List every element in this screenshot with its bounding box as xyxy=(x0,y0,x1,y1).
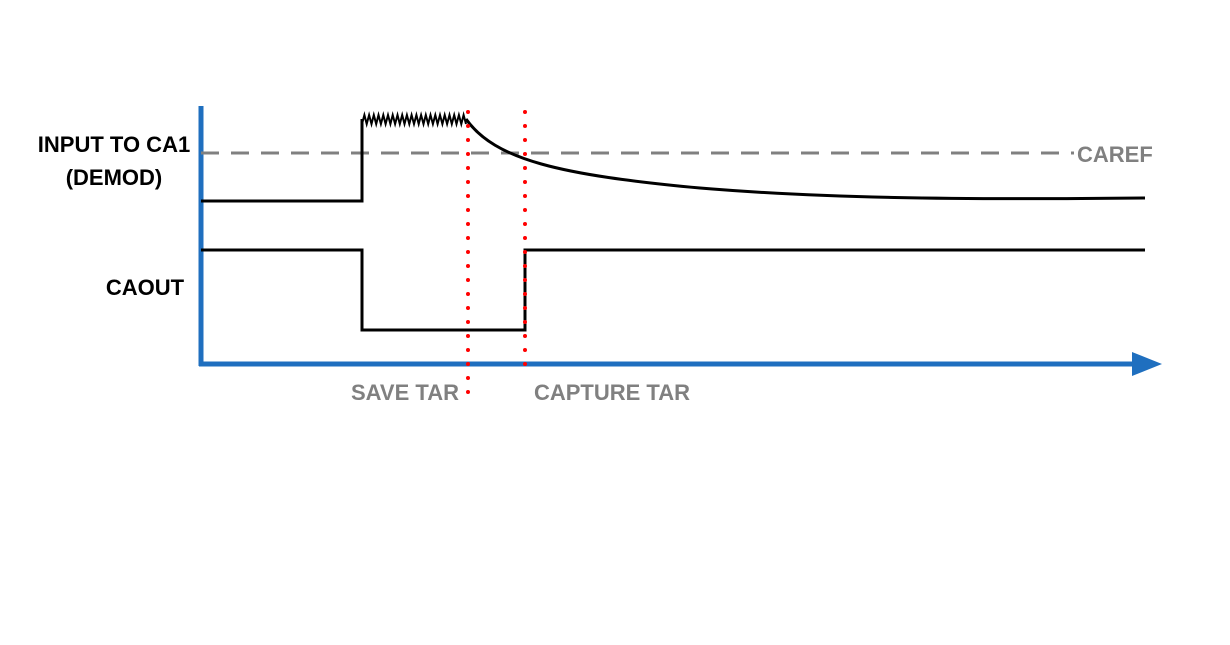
caout-signal-trace xyxy=(201,248,1145,332)
input-signal-ripple xyxy=(361,111,467,128)
save-tar-label: SAVE TAR xyxy=(351,380,459,405)
capture-tar-label: CAPTURE TAR xyxy=(534,380,690,405)
caout-label: CAOUT xyxy=(106,275,185,300)
input-signal-trace xyxy=(201,119,364,203)
caref-label: CAREF xyxy=(1077,142,1153,167)
input-label-line2: (DEMOD) xyxy=(66,165,163,190)
x-axis-arrowhead xyxy=(1132,352,1162,376)
input-label-line1: INPUT TO CA1 xyxy=(38,132,190,157)
input-signal-decay xyxy=(464,118,1146,201)
